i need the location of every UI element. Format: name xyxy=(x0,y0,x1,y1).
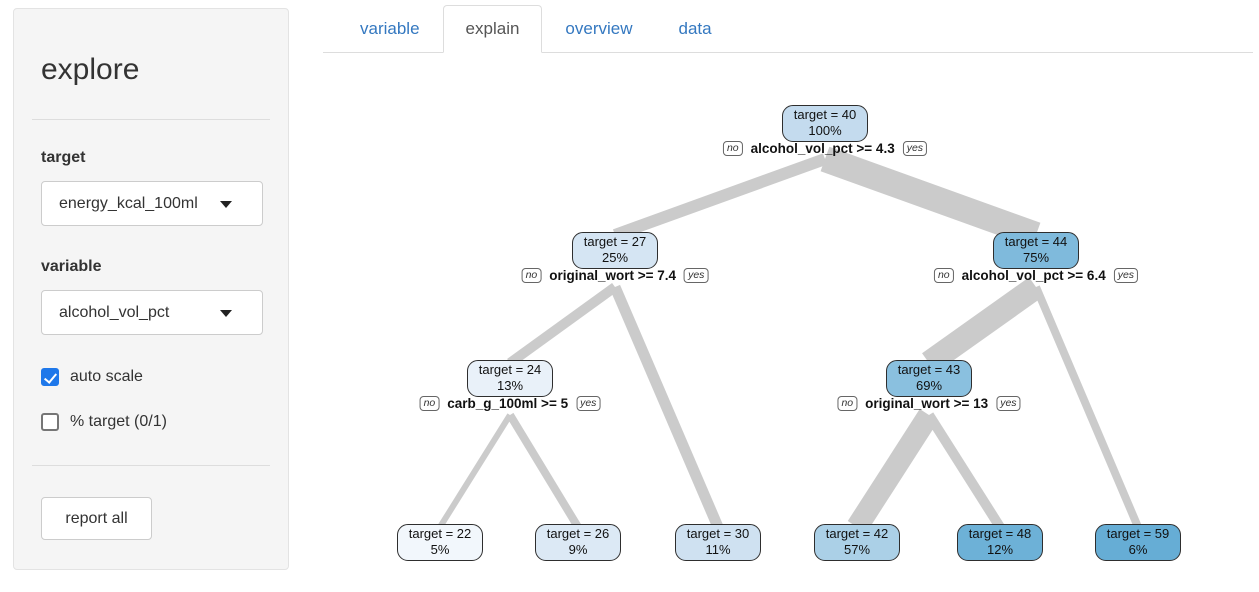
tab-bar: variable explain overview data xyxy=(323,0,1253,53)
variable-select[interactable]: alcohol_vol_pct xyxy=(41,290,263,335)
sidebar: explore target energy_kcal_100ml variabl… xyxy=(13,8,289,570)
checkbox-icon xyxy=(41,368,59,386)
tab-explain[interactable]: explain xyxy=(442,5,543,53)
tab-data[interactable]: data xyxy=(678,19,712,38)
pct-target-label: % target (0/1) xyxy=(70,413,167,430)
auto-scale-label: auto scale xyxy=(70,368,143,385)
auto-scale-checkbox[interactable]: auto scale xyxy=(41,368,143,386)
target-select-value: energy_kcal_100ml xyxy=(59,194,198,212)
pct-target-checkbox[interactable]: % target (0/1) xyxy=(41,413,167,431)
checkbox-icon xyxy=(41,413,59,431)
tab-overview[interactable]: overview xyxy=(565,19,633,38)
chevron-down-icon xyxy=(220,201,232,208)
target-select[interactable]: energy_kcal_100ml xyxy=(41,181,263,226)
sidebar-divider-bottom xyxy=(32,465,270,466)
report-all-button[interactable]: report all xyxy=(41,497,152,540)
sidebar-divider-top xyxy=(32,119,270,120)
main-panel: variable explain overview data xyxy=(323,0,1253,592)
tab-variable[interactable]: variable xyxy=(360,19,420,38)
chevron-down-icon xyxy=(220,310,232,317)
sidebar-title: explore xyxy=(41,53,140,86)
variable-label: variable xyxy=(41,258,102,275)
target-label: target xyxy=(41,149,86,166)
variable-select-value: alcohol_vol_pct xyxy=(59,303,170,321)
